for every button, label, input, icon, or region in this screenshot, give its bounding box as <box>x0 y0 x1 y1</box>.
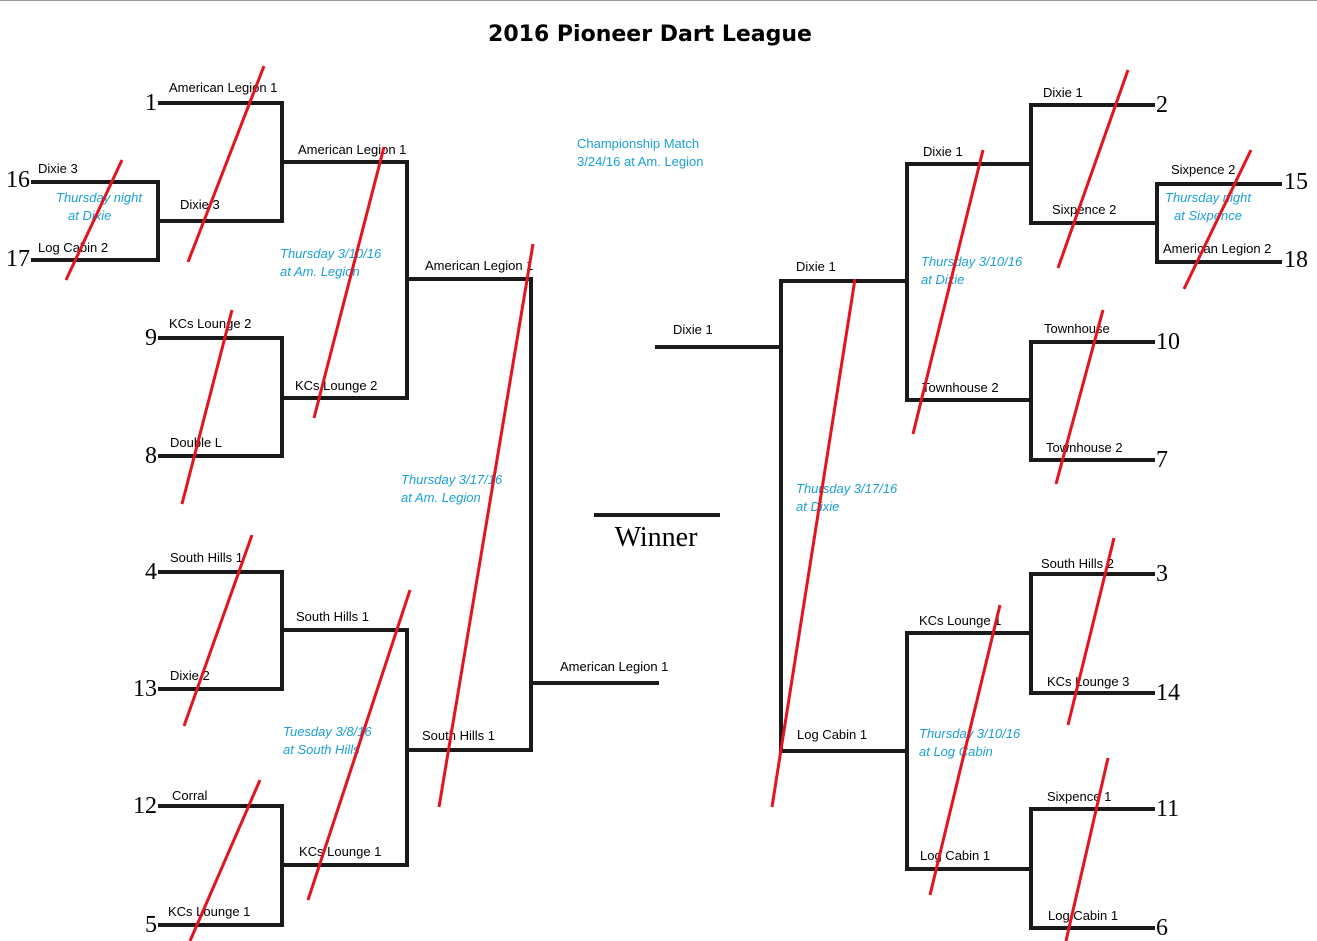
strike-marks <box>64 65 1253 941</box>
strike-left-r16-4 <box>182 534 254 727</box>
team-left-s1: American Legion 1 <box>425 258 533 273</box>
seed-left-9: 9 <box>145 325 157 351</box>
championship-details: 3/24/16 at Am. Legion <box>577 154 703 169</box>
note-left-qbot-line2: at South Hills <box>283 742 360 757</box>
seed-left-12: 12 <box>133 793 157 819</box>
strike-left-r16-9 <box>180 309 234 505</box>
note-left-semi-line1: Thursday 3/17/16 <box>401 472 503 487</box>
team-right-6: Log Cabin 1 <box>1048 908 1118 923</box>
team-right-11: Sixpence 1 <box>1047 789 1111 804</box>
strike-left-q-bot <box>306 589 412 901</box>
note-right-qbot-line2: at Log Cabin <box>919 744 993 759</box>
team-right-3: South Hills 2 <box>1041 556 1114 571</box>
team-left-q3: South Hills 1 <box>296 609 369 624</box>
team-right-15: Sixpence 2 <box>1171 162 1235 177</box>
seed-right-10: 10 <box>1156 329 1180 355</box>
strike-left-wc <box>64 159 124 281</box>
note-left-qtop-line1: Thursday 3/10/16 <box>280 246 382 261</box>
team-right-q4: Log Cabin 1 <box>920 848 990 863</box>
strike-right-r16-11 <box>1064 757 1110 941</box>
strike-left-r16-12 <box>188 779 262 941</box>
page-title: 2016 Pioneer Dart League <box>488 22 812 47</box>
team-left-17: Log Cabin 2 <box>38 240 108 255</box>
seed-right-11: 11 <box>1156 796 1179 822</box>
team-left-5: KCs Lounge 1 <box>168 904 250 919</box>
note-left-qbot-line1: Tuesday 3/8/16 <box>283 724 372 739</box>
team-right-q3: KCs Lounge 1 <box>919 613 1001 628</box>
seed-left-16: 16 <box>6 167 30 193</box>
strike-right-semi <box>770 278 857 808</box>
note-right-semi-line2: at Dixie <box>796 499 839 514</box>
seed-left-5: 5 <box>145 912 157 938</box>
team-right-18: American Legion 2 <box>1163 241 1271 256</box>
seed-right-15: 15 <box>1284 169 1308 195</box>
championship-title: Championship Match <box>577 136 699 151</box>
seed-right-18: 18 <box>1284 247 1308 273</box>
bracket-lines <box>31 101 1282 930</box>
seed-right-6: 6 <box>1156 915 1168 941</box>
team-left-8: Double L <box>170 435 222 450</box>
team-left-q1: American Legion 1 <box>298 142 406 157</box>
team-right-s1: Dixie 1 <box>796 259 836 274</box>
seed-left-8: 8 <box>145 443 157 469</box>
note-left-wc-line2: at Dixie <box>68 208 111 223</box>
team-left-q4: KCs Lounge 1 <box>299 844 381 859</box>
note-right-semi-line1: Thursday 3/17/16 <box>796 481 898 496</box>
note-left-wc-line1: Thursday night <box>56 190 143 205</box>
team-right-q2: Townhouse 2 <box>922 380 999 395</box>
note-left-qtop-line2: at Am. Legion <box>280 264 360 279</box>
strike-right-r16-10 <box>1054 309 1105 485</box>
strike-right-q-bot <box>928 604 1002 896</box>
note-right-qtop-line2: at Dixie <box>921 272 964 287</box>
seed-left-17: 17 <box>6 246 30 272</box>
team-right-2: Dixie 1 <box>1043 85 1083 100</box>
winner-label: Winner <box>615 522 699 553</box>
team-right-s2: Log Cabin 1 <box>797 727 867 742</box>
team-right-final: Dixie 1 <box>673 322 713 337</box>
team-left-q2: KCs Lounge 2 <box>295 378 377 393</box>
strike-right-q-top <box>911 149 985 435</box>
team-left-12: Corral <box>172 788 208 803</box>
team-left-9: KCs Lounge 2 <box>169 316 251 331</box>
team-right-10: Townhouse <box>1044 321 1110 336</box>
seed-right-14: 14 <box>1156 680 1180 706</box>
seed-right-7: 7 <box>1156 447 1168 473</box>
strike-left-q-top <box>312 146 386 419</box>
team-right-14: KCs Lounge 3 <box>1047 674 1129 689</box>
team-left-s2: South Hills 1 <box>422 728 495 743</box>
team-right-q1: Dixie 1 <box>923 144 963 159</box>
team-left-4: South Hills 1 <box>170 550 243 565</box>
strike-right-r16-2 <box>1056 69 1130 269</box>
seed-left-13: 13 <box>133 676 157 702</box>
seed-right-2: 2 <box>1156 92 1168 118</box>
note-right-qtop-line1: Thursday 3/10/16 <box>921 254 1023 269</box>
seed-left-4: 4 <box>145 559 157 585</box>
note-right-wc-line1: Thursday night <box>1165 190 1252 205</box>
strike-right-wc <box>1182 149 1253 290</box>
note-right-wc-line2: at Sixpence <box>1174 208 1242 223</box>
team-right-wc-winner: Sixpence 2 <box>1052 202 1116 217</box>
team-left-1: American Legion 1 <box>169 80 277 95</box>
team-right-7: Townhouse 2 <box>1046 440 1123 455</box>
note-left-semi-line2: at Am. Legion <box>401 490 481 505</box>
seed-left-1: 1 <box>145 90 157 116</box>
strike-left-semi <box>437 243 535 808</box>
seed-right-3: 3 <box>1156 561 1168 587</box>
top-border <box>0 0 1317 1</box>
team-left-16: Dixie 3 <box>38 161 78 176</box>
strike-left-r16-1 <box>186 65 266 263</box>
strike-right-r16-3 <box>1066 537 1116 726</box>
team-left-final: American Legion 1 <box>560 659 668 674</box>
